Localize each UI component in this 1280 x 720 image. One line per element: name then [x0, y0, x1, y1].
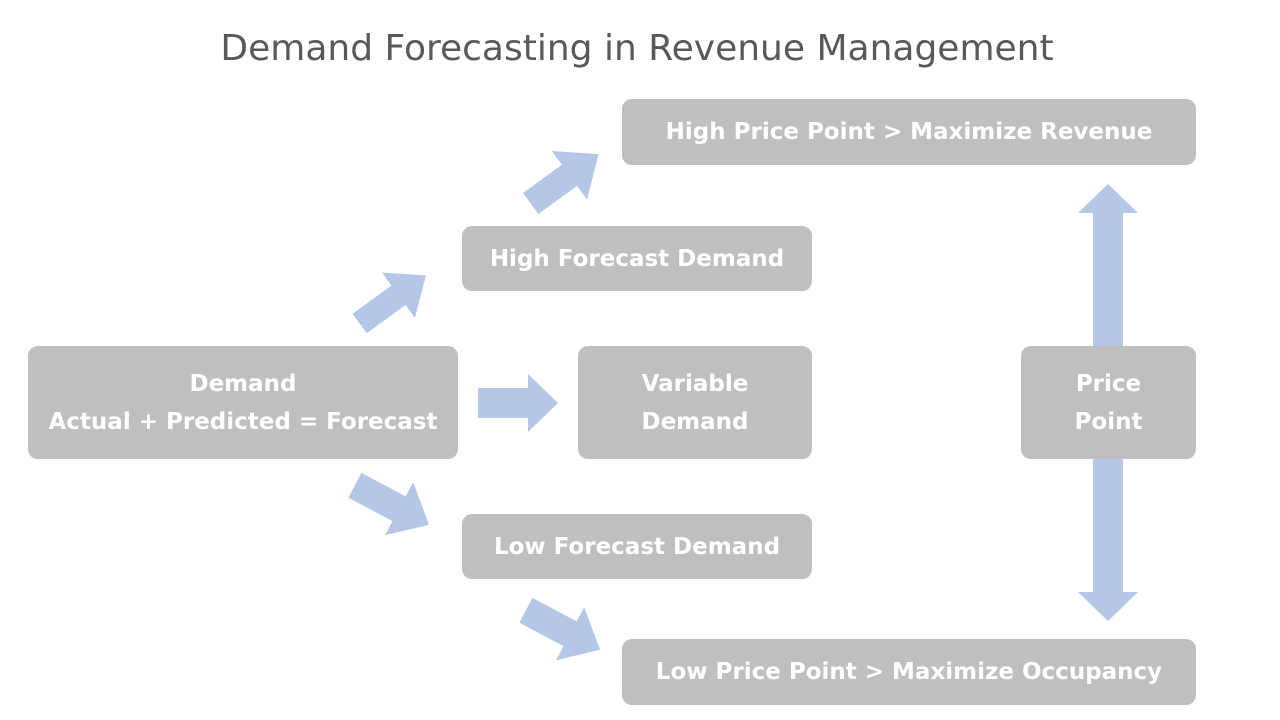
demand-node-formula: Actual + Predicted = Forecast — [48, 408, 438, 435]
variable-demand-line1: Variable — [641, 370, 749, 397]
low-forecast-label: Low Forecast Demand — [493, 533, 781, 560]
arrow-up-icon — [1078, 184, 1138, 350]
demand-node: Demand Actual + Predicted = Forecast — [28, 346, 458, 459]
arrow-up-right-icon — [352, 272, 426, 334]
high-price-label: High Price Point > Maximize Revenue — [665, 119, 1153, 145]
high-price-node: High Price Point > Maximize Revenue — [622, 99, 1196, 165]
arrow-up-right-icon — [522, 151, 599, 215]
arrow-right-icon — [478, 374, 558, 432]
arrow-down-right-icon — [519, 597, 601, 661]
page-title: Demand Forecasting in Revenue Management — [220, 28, 1054, 69]
price-point-node: Price Point — [1021, 346, 1196, 459]
high-forecast-label: High Forecast Demand — [489, 245, 785, 272]
variable-demand-line2: Demand — [641, 408, 749, 435]
low-forecast-node: Low Forecast Demand — [462, 514, 812, 579]
demand-node-title: Demand — [189, 370, 297, 397]
arrow-down-icon — [1078, 455, 1138, 621]
low-price-label: Low Price Point > Maximize Occupancy — [655, 659, 1163, 685]
arrow-down-right-icon — [348, 472, 430, 536]
low-price-node: Low Price Point > Maximize Occupancy — [622, 639, 1196, 705]
price-point-line2: Point — [1074, 408, 1143, 435]
variable-demand-node: Variable Demand — [578, 346, 812, 459]
high-forecast-node: High Forecast Demand — [462, 226, 812, 291]
price-point-line1: Price — [1075, 370, 1142, 397]
